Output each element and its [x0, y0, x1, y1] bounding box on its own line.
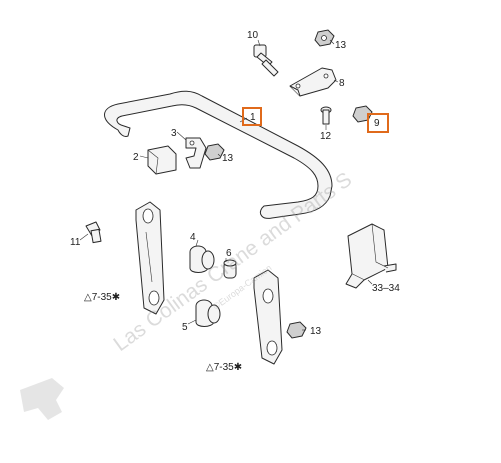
callout-2: 2 — [133, 152, 139, 163]
nut-13-top-icon — [314, 29, 335, 47]
link-arm-left-icon — [135, 201, 165, 315]
callout-4: 4 — [190, 232, 196, 243]
callout-11: 11 — [70, 237, 81, 248]
bushing-5-icon — [195, 299, 221, 327]
bolt-10-icon — [253, 44, 279, 77]
bushing-4-icon — [189, 245, 215, 273]
callout-1: 1 — [250, 112, 256, 123]
callout-8: 8 — [339, 78, 345, 89]
stabilizer-bar — [104, 90, 333, 219]
bracket-8-icon — [289, 67, 337, 97]
callout-33-34: 33–34 — [372, 283, 400, 294]
link-arm-right-icon — [253, 269, 283, 365]
nut-13-mid-icon — [204, 143, 225, 161]
bracket-33-34-icon — [345, 223, 397, 289]
callout-13-top: 13 — [335, 40, 347, 51]
highlight-box-1 — [242, 107, 262, 126]
highlight-box-9 — [367, 113, 389, 133]
callout-3: 3 — [171, 128, 177, 139]
bushing-2-icon — [147, 145, 177, 175]
bolt-12-icon — [320, 106, 332, 125]
callout-13-mid: 13 — [222, 153, 234, 164]
callout-ref-7-35-a: △7-35✱ — [84, 292, 120, 303]
callout-9: 9 — [374, 118, 380, 129]
callout-13-low: 13 — [310, 326, 322, 337]
callout-ref-7-35-b: △7-35✱ — [206, 362, 242, 373]
sleeve-6-icon — [223, 259, 237, 279]
nut-13-low-icon — [286, 321, 307, 339]
callout-6: 6 — [226, 248, 232, 259]
watermark-logo-icon — [20, 378, 64, 420]
clamp-3-icon — [185, 137, 207, 169]
bolt-11-icon — [85, 221, 102, 244]
callout-5: 5 — [182, 322, 188, 333]
callout-12: 12 — [320, 131, 332, 142]
watermark: Las Colinas Crane and Parts S ©Europa-Ca… — [20, 168, 356, 420]
callout-10: 10 — [247, 30, 259, 41]
